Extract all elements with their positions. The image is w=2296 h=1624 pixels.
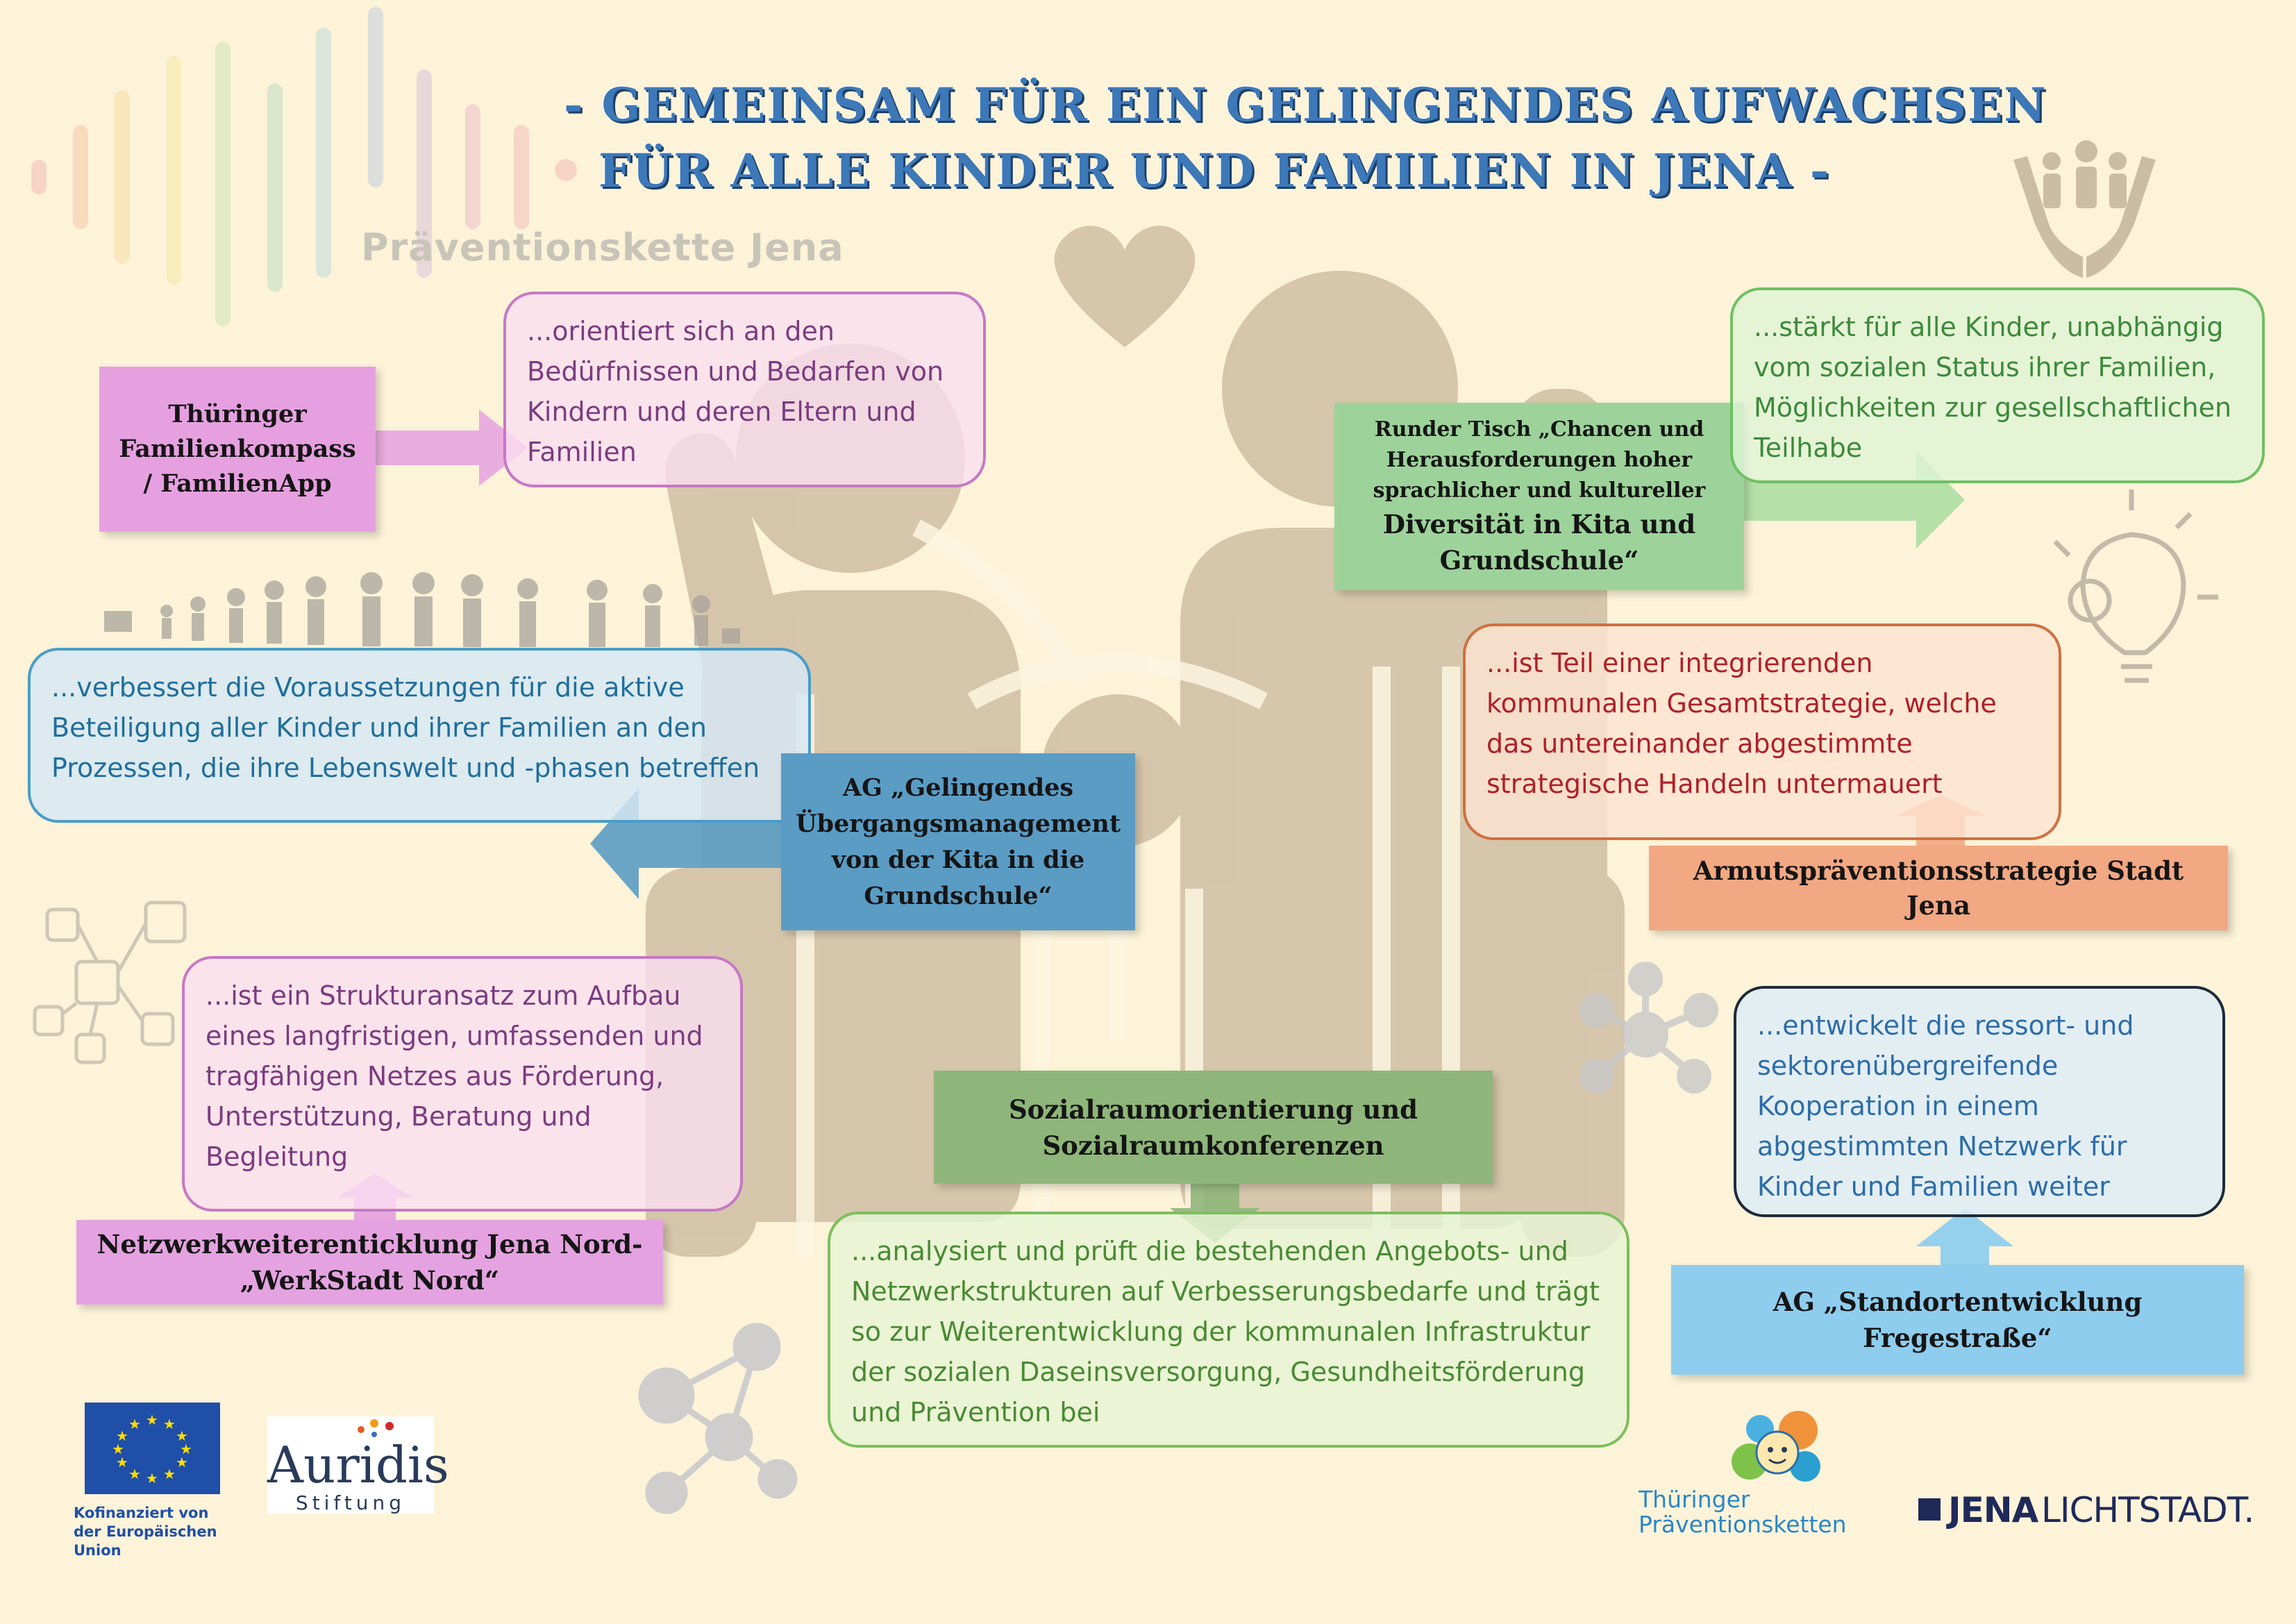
label-familienkompass: Thüringer Familienkompass / FamilienApp (99, 367, 376, 532)
bubble-armut: ...ist Teil einer integrierenden kommuna… (1463, 623, 2061, 840)
page-title-line-2: FÜR ALLE KINDER UND FAMILIEN IN JENA - (598, 144, 1831, 198)
label-sozialraum: Sozialraumorientierung und Sozialraumkon… (934, 1071, 1493, 1184)
bubble-werkstadt: ...ist ein Strukturansatz zum Aufbau ein… (182, 956, 743, 1212)
svg-text:★: ★ (112, 1441, 124, 1457)
svg-text:★: ★ (146, 1470, 158, 1487)
label-ag-uebergang: AG „Gelingendes Übergangsmanagement von … (781, 753, 1135, 930)
svg-text:★: ★ (180, 1441, 192, 1457)
jena-bold: JENA (1948, 1490, 2038, 1530)
svg-text:★: ★ (163, 1466, 176, 1482)
brand-name: Präventionskette Jena (361, 226, 844, 269)
life-stages-icon (104, 572, 740, 647)
bubble-ag-uebergang: ...verbessert die Voraussetzungen für di… (28, 648, 811, 823)
eu-caption: Kofinanziert von der Europäischen Union (74, 1505, 217, 1559)
page-title-line-1: - GEMEINSAM FÜR EIN GELINGENDES AUFWACHS… (564, 78, 2047, 132)
jena-square-icon (1918, 1498, 1941, 1521)
arrow-runder-tisch (1736, 451, 1965, 549)
svg-text:★: ★ (176, 1428, 188, 1444)
thueringen-line-1: Thüringer (1639, 1486, 1750, 1513)
label-standort: AG „Standortentwicklung Fregestraße“ (1671, 1265, 2244, 1375)
hands-holding-family-icon (2013, 140, 2156, 278)
label-runder-tisch-small: Runder Tisch „Chancen und Herausforderun… (1373, 417, 1706, 503)
arrow-standort (1916, 1208, 2013, 1267)
auridis-logo: Auridis Stiftung (267, 1416, 449, 1514)
auridis-name: Auridis (267, 1436, 449, 1494)
bubble-sozialraum: ...analysiert und prüft die bestehenden … (828, 1212, 1629, 1448)
svg-text:★: ★ (163, 1416, 176, 1432)
heart-icon (1054, 226, 1196, 347)
svg-text:★: ★ (116, 1454, 128, 1471)
brand-bars-logo (31, 7, 577, 326)
eu-flag-icon: ★★★ ★★★ ★★★ ★★★ (85, 1403, 220, 1494)
thueringen-praeventionsketten-icon (1732, 1411, 1820, 1482)
network-icon (1579, 962, 1718, 1094)
jena-light: LICHTSTADT. (2041, 1490, 2254, 1530)
network-squares-icon (33, 901, 187, 1064)
people-network-icon (638, 1323, 798, 1514)
label-armut: Armutspräventionsstrategie Stadt Jena (1649, 846, 2228, 930)
bubble-standort: ...entwickelt die ressort- und sektorenü… (1734, 986, 2225, 1217)
arrow-familienkompass (375, 410, 528, 486)
auridis-dots-icon (358, 1418, 413, 1437)
svg-text:★: ★ (116, 1428, 128, 1444)
svg-text:★: ★ (128, 1416, 141, 1432)
label-runder-tisch: Runder Tisch „Chancen und Herausforderun… (1334, 403, 1744, 590)
label-runder-tisch-large: Diversität in Kita und Grundschule“ (1382, 509, 1696, 576)
lightbulb-gear-icon (2053, 489, 2218, 683)
svg-text:★: ★ (176, 1454, 188, 1471)
label-werkstadt: Netzwerkweiterenticklung Jena Nord- „Wer… (76, 1220, 663, 1305)
auridis-sub: Stiftung (295, 1491, 406, 1514)
svg-text:★: ★ (128, 1466, 141, 1482)
bubble-familienkompass: ...orientiert sich an den Bedürfnissen u… (503, 292, 986, 487)
bubble-runder-tisch: ...stärkt für alle Kinder, unabhängig vo… (1730, 287, 2265, 483)
thueringen-line-2: Präventionsketten (1639, 1511, 1847, 1538)
svg-text:★: ★ (146, 1412, 158, 1428)
